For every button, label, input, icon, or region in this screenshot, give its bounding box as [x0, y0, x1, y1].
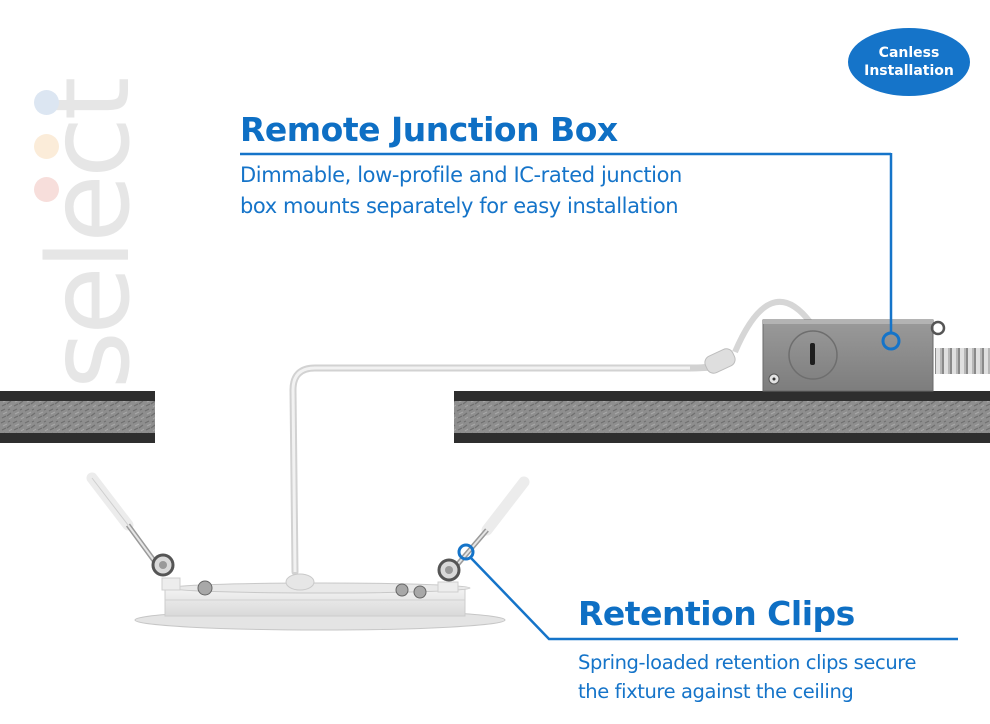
led-fixture [134, 573, 506, 631]
retention-clip-right [437, 476, 530, 593]
box-cable-loop [732, 298, 813, 354]
ceiling-right [454, 391, 990, 443]
brand-dot-cream [34, 134, 59, 159]
retention-clips-description: Spring-loaded retention clips secure the… [578, 648, 916, 706]
flex-conduit [935, 348, 990, 374]
retention-clip-marker [457, 543, 475, 561]
brand-watermark: select [20, 40, 160, 390]
retention-clips-desc-line-2: the fixture against the ceiling [578, 680, 854, 703]
junction-box-description: Dimmable, low-profile and IC-rated junct… [240, 160, 682, 222]
junction-box-leader-line [240, 152, 901, 351]
canless-installation-badge: Canless Installation [848, 28, 970, 96]
retention-clips-desc-line-1: Spring-loaded retention clips secure [578, 651, 917, 674]
cable-connector [704, 348, 736, 374]
brand-dot-blue [34, 90, 59, 115]
badge-line-2: Installation [864, 63, 954, 79]
retention-clips-leader-line [457, 543, 958, 641]
junction-box-title: Remote Junction Box [240, 110, 618, 149]
junction-box-marker [881, 331, 901, 351]
junction-box [762, 319, 946, 392]
junction-box-desc-line-2: box mounts separately for easy installat… [240, 194, 679, 218]
brand-dot-pink [34, 177, 59, 202]
retention-clip-left [86, 472, 181, 591]
badge-line-1: Canless [878, 45, 940, 61]
junction-box-desc-line-1: Dimmable, low-profile and IC-rated junct… [240, 163, 682, 187]
ceiling-left [0, 391, 155, 443]
retention-clips-title: Retention Clips [578, 594, 855, 633]
